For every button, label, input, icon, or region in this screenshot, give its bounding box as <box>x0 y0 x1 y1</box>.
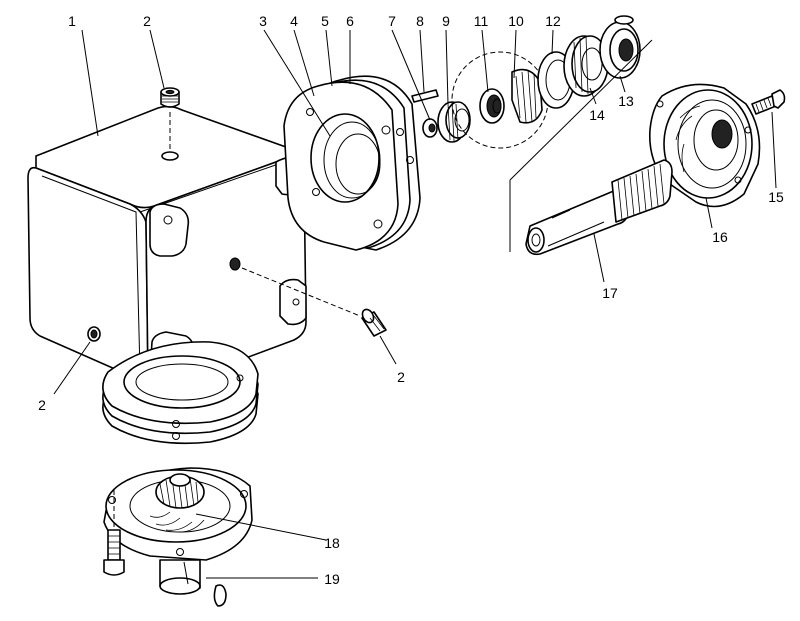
callout-2-right: 2 <box>397 369 405 385</box>
callout-8: 8 <box>416 13 424 29</box>
callout-4: 4 <box>290 13 298 29</box>
callout-16: 16 <box>712 229 728 245</box>
splined-shaft <box>525 159 673 256</box>
callout-7: 7 <box>388 13 396 29</box>
leader-lines <box>53 29 777 579</box>
callout-18: 18 <box>324 535 340 551</box>
callout-10: 10 <box>508 13 524 29</box>
callout-1: 1 <box>68 13 76 29</box>
plug-side <box>361 308 387 337</box>
callout-11: 11 <box>474 13 489 29</box>
group-bracket-top <box>509 39 653 181</box>
bottom-gasket-stack <box>102 341 259 445</box>
axis-side-plug <box>241 267 361 317</box>
cover-screw <box>751 89 786 115</box>
flange-gasket-stack <box>283 75 421 251</box>
bottom-flange-gear <box>103 467 253 595</box>
end-cover <box>648 83 761 208</box>
callout-12: 12 <box>545 13 561 29</box>
callout-5: 5 <box>321 13 329 29</box>
flange-bolt <box>103 490 125 576</box>
bearing-stack <box>411 15 641 149</box>
callout-9: 9 <box>442 13 450 29</box>
callout-15: 15 <box>768 189 784 205</box>
callout-19: 19 <box>324 571 340 587</box>
shaft-key <box>213 584 227 607</box>
callout-13: 13 <box>618 93 634 109</box>
callout-6: 6 <box>346 13 354 29</box>
callout-2-top: 2 <box>143 13 151 29</box>
callout-labels: 1 2 2 2 3 4 5 6 7 8 9 10 11 12 13 14 15 … <box>38 13 784 587</box>
plug-top <box>160 87 180 108</box>
callout-3: 3 <box>259 13 267 29</box>
callout-2-left: 2 <box>38 397 46 413</box>
callout-17: 17 <box>602 285 618 301</box>
callout-14: 14 <box>589 107 605 123</box>
